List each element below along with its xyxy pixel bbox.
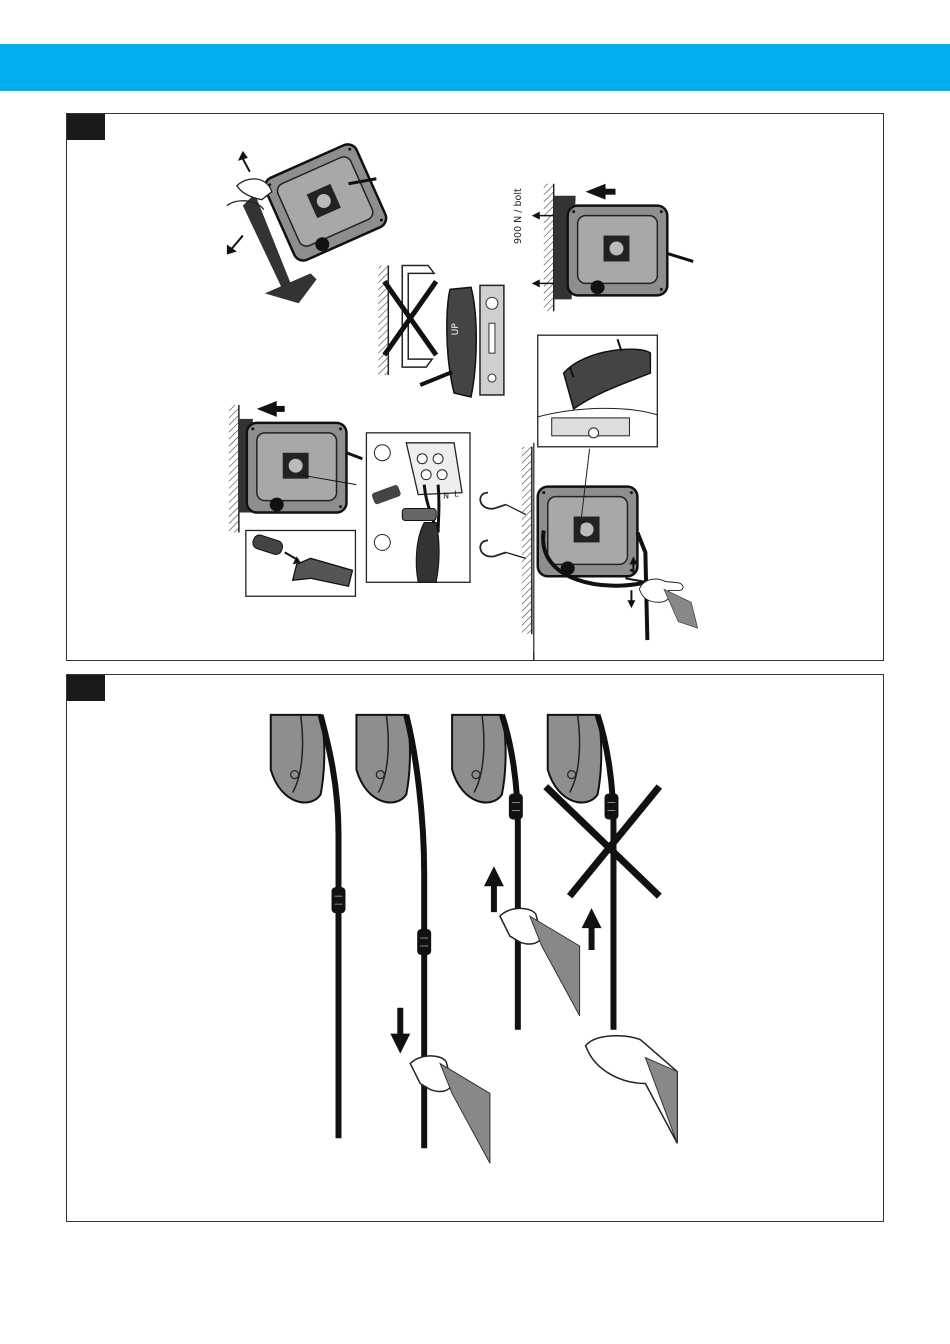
cable-at-rest-figure xyxy=(271,715,346,1138)
terminal-wiring-figure: N L xyxy=(366,433,470,582)
terminal-n-label: N xyxy=(443,492,449,501)
terminal-l-label: L xyxy=(454,490,459,499)
reel-removal-figure xyxy=(227,141,389,303)
bolt-load-label: 900 N / bolt xyxy=(513,188,524,244)
operation-illustration xyxy=(67,675,883,1221)
operation-panel xyxy=(66,674,884,1222)
installation-panel: UP xyxy=(66,113,884,661)
header-bar xyxy=(0,44,950,91)
installation-illustration: UP xyxy=(67,114,883,660)
do-not-release-figure xyxy=(546,715,678,1143)
bracket-level-figure: UP xyxy=(378,265,504,397)
level-up-label: UP xyxy=(451,323,461,336)
cover-detail-figure xyxy=(538,335,658,447)
hook-mount-figure xyxy=(480,443,697,660)
cable-seal-figure xyxy=(246,530,356,596)
wall-mount-load-figure xyxy=(532,184,693,312)
cable-entry-figure xyxy=(229,401,363,533)
